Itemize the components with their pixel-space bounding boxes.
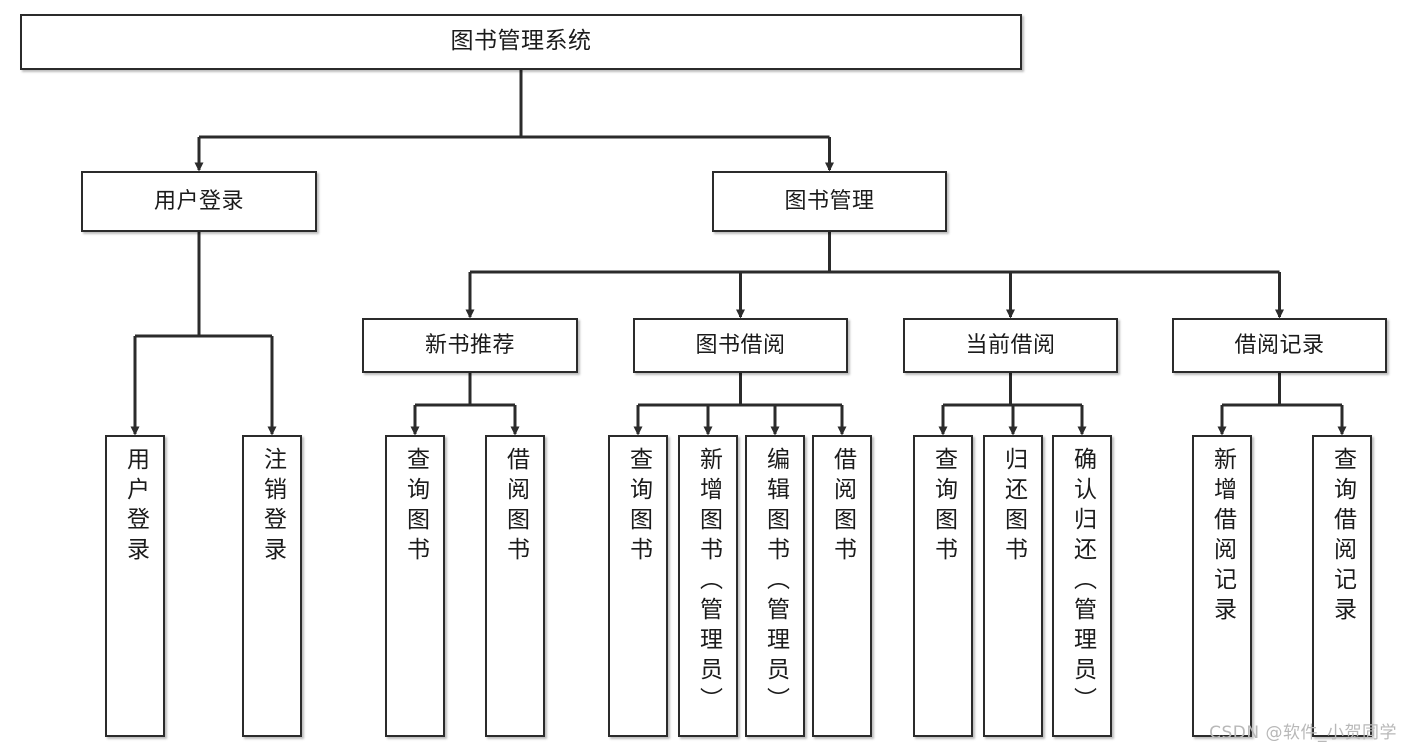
node-label: 借阅记录 xyxy=(1234,332,1325,358)
node-label: 注销登录 xyxy=(259,447,286,567)
node-leaf-new-1[interactable]: 查询图书 xyxy=(385,435,445,737)
node-leaf-rec-1[interactable]: 新增借阅记录 xyxy=(1192,435,1252,737)
node-leaf-bor-1[interactable]: 查询图书 xyxy=(608,435,668,737)
node-leaf-login-2[interactable]: 注销登录 xyxy=(242,435,302,737)
node-label: 新书推荐 xyxy=(424,332,515,358)
node-leaf-bor-2[interactable]: 新增图书（管理员） xyxy=(678,435,738,737)
node-leaf-cur-3[interactable]: 确认归还（管理员） xyxy=(1052,435,1112,737)
node-leaf-bor-4[interactable]: 借阅图书 xyxy=(812,435,872,737)
node-label: 查询借阅记录 xyxy=(1329,447,1356,627)
node-label: 查询图书 xyxy=(625,447,652,567)
node-label: 用户登录 xyxy=(153,188,244,214)
node-label: 编辑图书（管理员） xyxy=(762,447,789,717)
node-label: 图书管理 xyxy=(784,188,875,214)
node-label: 归还图书 xyxy=(1000,447,1027,567)
node-label: 新增图书（管理员） xyxy=(695,447,722,717)
csdn-watermark: CSDN @软件_小贺同学 xyxy=(1209,723,1397,743)
node-label: 新增借阅记录 xyxy=(1209,447,1236,627)
node-label: 借阅图书 xyxy=(829,447,856,567)
node-bookmgr[interactable]: 图书管理 xyxy=(712,171,947,232)
node-leaf-login-1[interactable]: 用户登录 xyxy=(105,435,165,737)
node-label: 确认归还（管理员） xyxy=(1069,447,1096,717)
node-label: 用户登录 xyxy=(122,447,149,567)
node-root[interactable]: 图书管理系统 xyxy=(20,14,1022,70)
node-login[interactable]: 用户登录 xyxy=(81,171,317,232)
node-label: 查询图书 xyxy=(402,447,429,567)
node-label: 图书借阅 xyxy=(695,332,786,358)
node-leaf-cur-1[interactable]: 查询图书 xyxy=(913,435,973,737)
node-newbook[interactable]: 新书推荐 xyxy=(362,318,578,373)
node-label: 当前借阅 xyxy=(965,332,1056,358)
node-label: 图书管理系统 xyxy=(450,28,592,55)
node-borrow[interactable]: 图书借阅 xyxy=(633,318,848,373)
node-leaf-cur-2[interactable]: 归还图书 xyxy=(983,435,1043,737)
node-records[interactable]: 借阅记录 xyxy=(1172,318,1387,373)
node-leaf-bor-3[interactable]: 编辑图书（管理员） xyxy=(745,435,805,737)
node-current[interactable]: 当前借阅 xyxy=(903,318,1118,373)
node-leaf-new-2[interactable]: 借阅图书 xyxy=(485,435,545,737)
node-label: 借阅图书 xyxy=(502,447,529,567)
node-leaf-rec-2[interactable]: 查询借阅记录 xyxy=(1312,435,1372,737)
node-label: 查询图书 xyxy=(930,447,957,567)
